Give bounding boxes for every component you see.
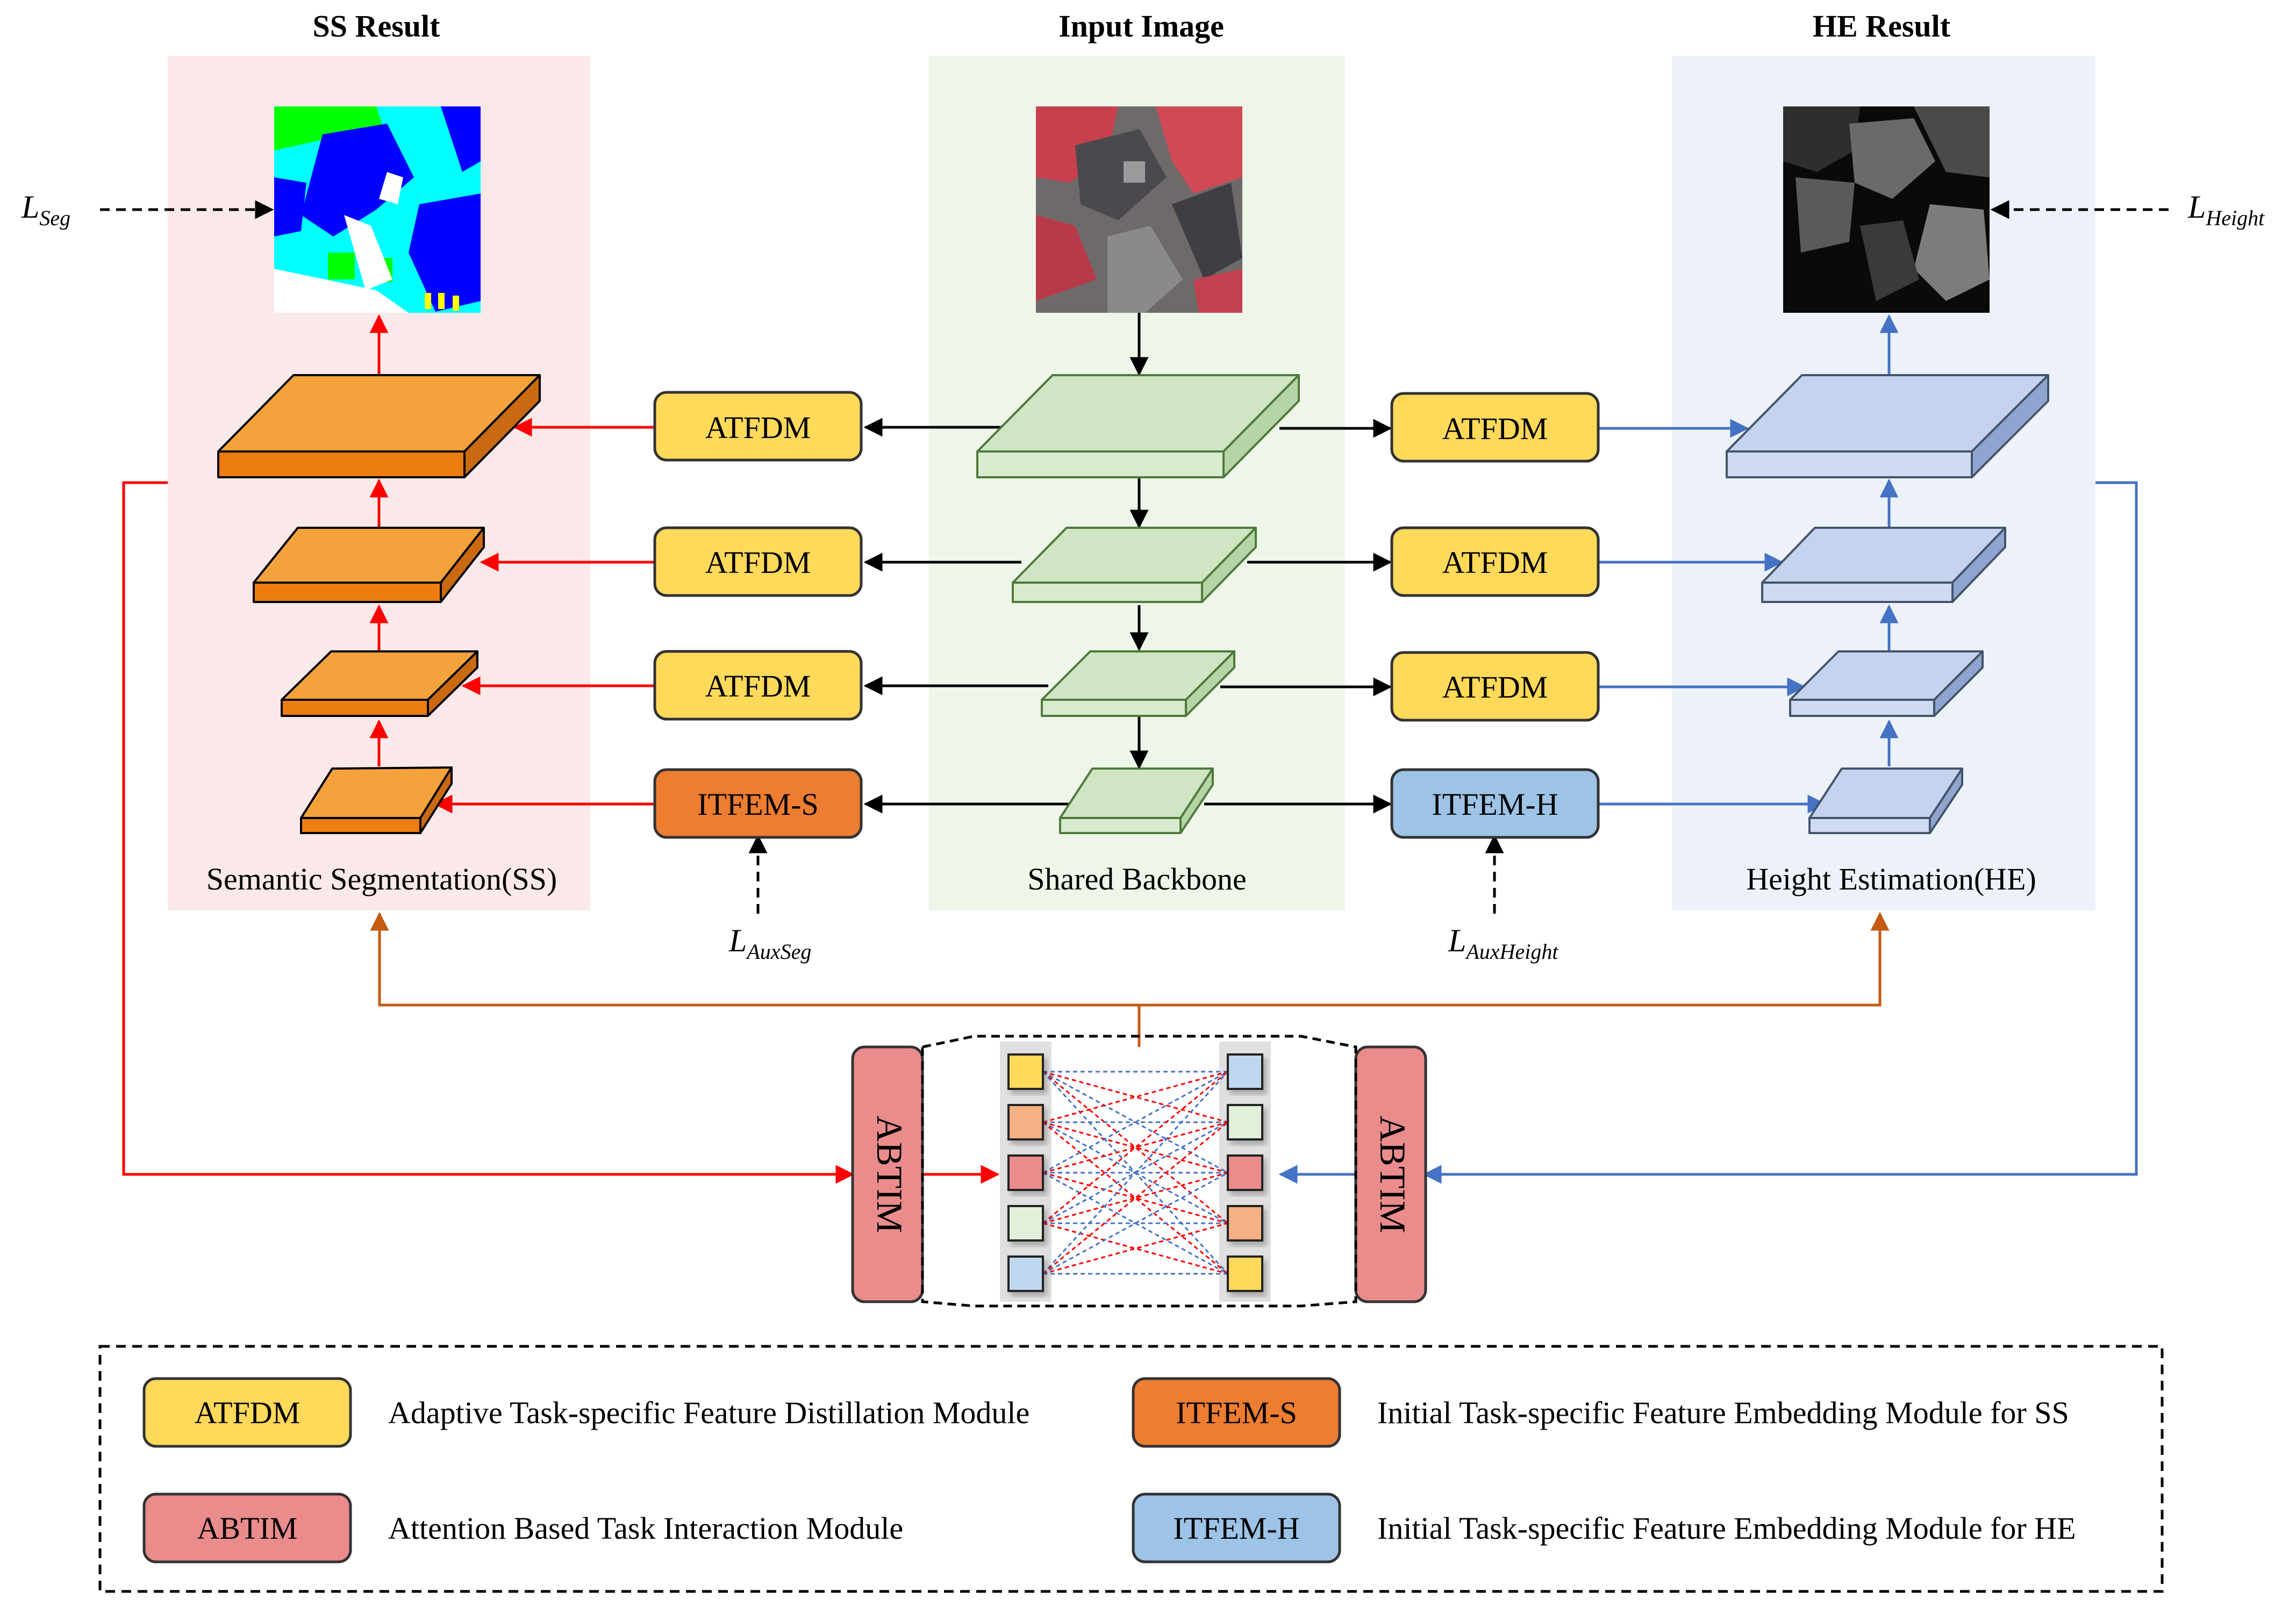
- svg-text:LHeight: LHeight: [2187, 189, 2265, 230]
- ss-block-2: [253, 527, 485, 603]
- abtim-token-right-4: [1227, 1205, 1263, 1242]
- abtim-token-left-4: [1007, 1205, 1044, 1242]
- atfdm-left-1: [653, 391, 863, 462]
- legend-itfem-h-swatch: [1132, 1493, 1341, 1563]
- attention-line: [1042, 1172, 1228, 1224]
- attention-line: [1042, 1071, 1228, 1123]
- legend-atfdm-text: Adaptive Task-specific Feature Distillat…: [388, 1395, 1029, 1430]
- he-block-3: [1789, 650, 1984, 717]
- attention-line: [1042, 1121, 1228, 1174]
- attention-line: [1042, 1071, 1228, 1224]
- legend-atfdm-label: ATFDM: [195, 1395, 301, 1430]
- ss-block-3: [281, 650, 478, 717]
- legend-frame: [98, 1345, 2164, 1593]
- svg-text:LAuxHeight: LAuxHeight: [1448, 923, 1558, 964]
- input-image-title: Input Image: [1058, 9, 1224, 44]
- abtim-left-label: ABTIM: [869, 1115, 910, 1233]
- svg-text:LAuxSeg: LAuxSeg: [728, 923, 811, 964]
- ss-block-4: [300, 766, 453, 834]
- legend-abtim-swatch: [142, 1493, 352, 1563]
- left-modules: [653, 391, 863, 839]
- itfem-h-label: ITFEM-H: [1432, 787, 1558, 822]
- input-aerial-image: [1036, 106, 1242, 313]
- itfem-h-box: [1390, 768, 1600, 839]
- legend-itfem-s-swatch: [1132, 1377, 1341, 1448]
- he-block-1: [1726, 374, 2049, 478]
- attention-line: [1042, 1172, 1228, 1275]
- loss-height: LHeight: [2187, 189, 2265, 230]
- abtim-token-left-5: [1007, 1256, 1044, 1292]
- ss-panel-caption: Semantic Segmentation(SS): [206, 862, 557, 896]
- height-result-image: [1783, 106, 1990, 313]
- attention-line: [1042, 1071, 1228, 1123]
- he-block-4: [1808, 767, 1963, 834]
- abtim-attention-lines: [1042, 1071, 1229, 1275]
- attention-line: [1042, 1172, 1228, 1224]
- atfdm-right-1: [1390, 392, 1600, 463]
- abtim-token-right-1: [1227, 1053, 1263, 1090]
- abtim-token-right-5: [1227, 1256, 1263, 1292]
- legend-abtim-text: Attention Based Task Interaction Module: [388, 1511, 903, 1546]
- abtim-token-left-3: [1007, 1154, 1044, 1191]
- loss-aux-seg: LAuxSeg: [728, 923, 811, 964]
- attention-line: [1042, 1071, 1228, 1224]
- attention-line: [1042, 1071, 1229, 1275]
- atfdm-right-3-label: ATFDM: [1442, 670, 1548, 705]
- loss-aux-height: LAuxHeight: [1448, 923, 1558, 964]
- atfdm-left-3-label: ATFDM: [705, 669, 811, 704]
- backbone-block-4: [1059, 767, 1214, 834]
- backbone-block-2: [1012, 527, 1257, 603]
- ss-result-title: SS Result: [313, 9, 441, 44]
- svg-text:LSeg: LSeg: [21, 189, 70, 230]
- atfdm-right-2-label: ATFDM: [1442, 545, 1548, 580]
- attention-line: [1042, 1222, 1228, 1275]
- segmentation-result-image: [274, 106, 481, 313]
- itfem-s-box: [653, 768, 863, 839]
- legend-itfem-s-text: Initial Task-specific Feature Embedding …: [1377, 1395, 2069, 1430]
- legend-itfem-h-label: ITFEM-H: [1173, 1511, 1299, 1546]
- abtim-token-left-1: [1007, 1053, 1044, 1090]
- atfdm-left-1-label: ATFDM: [705, 410, 811, 445]
- attention-line: [1042, 1121, 1228, 1275]
- abtim-token-right-2: [1227, 1104, 1263, 1140]
- legend-itfem-h-text: Initial Task-specific Feature Embedding …: [1377, 1511, 2076, 1546]
- atfdm-right-1-label: ATFDM: [1442, 411, 1548, 446]
- abtim-token-right-3: [1227, 1154, 1263, 1191]
- he-decoder-blocks: [1726, 374, 2049, 834]
- legend-abtim-label: ABTIM: [197, 1511, 298, 1546]
- he-result-title: HE Result: [1813, 9, 1951, 44]
- abtim-module: ABTIM ABTIM: [851, 1035, 1427, 1308]
- legend-atfdm-swatch: [142, 1377, 352, 1448]
- itfem-s-label: ITFEM-S: [697, 787, 819, 822]
- legend-itfem-s-label: ITFEM-S: [1176, 1395, 1297, 1430]
- loss-seg: LSeg: [21, 189, 70, 230]
- atfdm-right-2: [1390, 526, 1600, 597]
- backbone-panel-caption: Shared Backbone: [1027, 862, 1246, 896]
- ss-decoder-blocks: [217, 374, 541, 834]
- he-block-2: [1761, 527, 2006, 603]
- right-modules: [1390, 392, 1600, 839]
- attention-line: [1042, 1222, 1228, 1275]
- atfdm-left-3: [653, 650, 863, 721]
- atfdm-right-3: [1390, 651, 1600, 722]
- connections: [100, 200, 2169, 1184]
- backbone-block-3: [1041, 650, 1235, 717]
- legend: ATFDM Adaptive Task-specific Feature Dis…: [142, 1377, 2076, 1563]
- backbone-block-1: [976, 374, 1300, 478]
- he-panel-caption: Height Estimation(HE): [1746, 862, 2036, 896]
- abtim-right-label: ABTIM: [1372, 1115, 1413, 1233]
- atfdm-left-2-label: ATFDM: [705, 545, 811, 580]
- abtim-token-left-2: [1007, 1104, 1044, 1140]
- backbone-blocks: [976, 374, 1300, 834]
- attention-line: [1042, 1121, 1228, 1275]
- atfdm-left-2: [653, 526, 863, 597]
- ss-block-1: [217, 374, 541, 478]
- attention-line: [1042, 1121, 1228, 1174]
- attention-line: [1042, 1071, 1228, 1174]
- abtim-tokens: [1007, 1053, 1263, 1292]
